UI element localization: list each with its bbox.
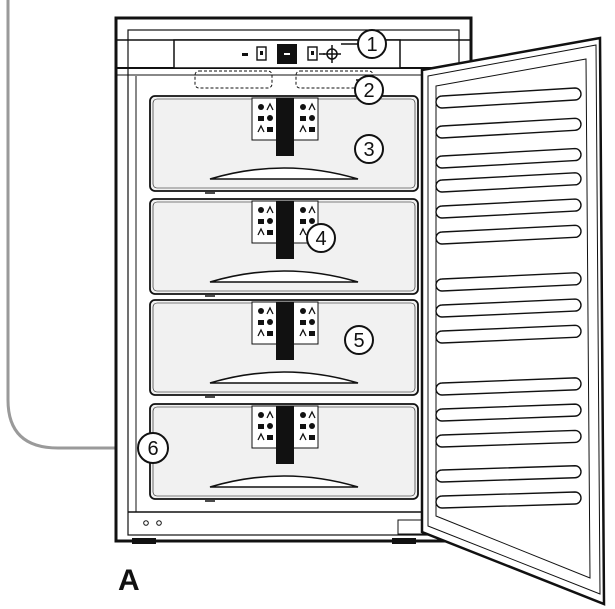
door-shelf — [435, 324, 582, 344]
food-symbol-icon — [267, 331, 273, 336]
food-symbol-icon — [258, 104, 264, 110]
food-symbol-icon — [258, 424, 264, 429]
food-symbol-icon — [309, 218, 315, 224]
callout-4: 4 — [306, 223, 336, 253]
food-symbol-icon — [266, 410, 274, 419]
door-shelf — [435, 147, 582, 169]
food-symbol-icon — [266, 306, 274, 315]
food-symbol-icon — [258, 207, 264, 213]
food-symbol-icon — [258, 116, 264, 121]
food-symbol-icon — [266, 102, 274, 111]
drawer-handle — [209, 475, 359, 488]
settings-crosshair-icon — [323, 45, 341, 63]
food-symbol-icon — [267, 115, 273, 121]
plinth-dot — [143, 520, 149, 526]
food-symbol-icon — [267, 423, 273, 429]
drawer-2 — [149, 198, 419, 297]
door-shelf — [435, 172, 582, 193]
food-symbol-icon — [308, 410, 316, 419]
door-shelf — [435, 224, 582, 245]
foot — [392, 538, 416, 544]
minus-icon — [242, 53, 248, 56]
food-symbol-icon — [299, 328, 307, 337]
food-symbol-icon — [300, 207, 306, 213]
food-symbol-icon — [309, 331, 315, 336]
callout-number: 2 — [363, 80, 374, 102]
food-symbol-icon — [267, 230, 273, 235]
callout-number: 3 — [363, 139, 374, 161]
door-shelf — [435, 377, 582, 396]
food-symbol-icon — [309, 435, 315, 440]
storage-time-strip — [276, 201, 294, 259]
food-symbol-icon — [267, 127, 273, 132]
food-symbol-icon — [258, 219, 264, 224]
door-shelf — [435, 198, 582, 219]
food-symbol-icon — [300, 424, 306, 429]
door-shelf — [435, 403, 582, 422]
door-shelves — [435, 87, 582, 509]
food-symbol-icon — [308, 102, 316, 111]
food-symbol-icon — [308, 205, 316, 214]
callout-number: 1 — [366, 34, 377, 56]
door-shelf — [435, 491, 582, 509]
drawer-3 — [149, 299, 419, 398]
drawer-4 — [149, 403, 419, 502]
food-symbol-icon — [299, 432, 307, 441]
food-symbol-icon — [266, 205, 274, 214]
food-symbol-icon — [299, 124, 307, 133]
food-symbol-icon — [258, 412, 264, 418]
figure-label: A — [118, 564, 140, 597]
food-symbol-icon — [257, 124, 265, 133]
food-symbol-icon — [300, 104, 306, 110]
food-symbol-icon — [257, 227, 265, 236]
food-symbol-icon — [309, 127, 315, 132]
food-symbol-icon — [309, 423, 315, 429]
food-symbol-icon — [258, 320, 264, 325]
food-symbol-icon — [267, 435, 273, 440]
callout-3: 3 — [354, 134, 384, 164]
food-symbol-icon — [308, 306, 316, 315]
food-symbol-icon — [300, 320, 306, 325]
drawer-handle — [209, 270, 359, 283]
storage-time-strip — [276, 98, 294, 156]
door-shelf — [435, 465, 582, 483]
door-shelf — [435, 272, 582, 292]
foot — [132, 538, 156, 544]
drawer-stack — [149, 95, 419, 502]
door-shelf — [435, 87, 582, 109]
food-symbol-icon — [257, 328, 265, 337]
drawer-handle — [209, 371, 359, 384]
door-shelf — [435, 117, 582, 139]
storage-time-strip — [276, 406, 294, 464]
storage-time-strip — [276, 302, 294, 360]
food-symbol-icon — [300, 412, 306, 418]
plinth-dot — [156, 520, 162, 526]
drawer-1 — [149, 95, 419, 194]
callout-number: 5 — [353, 330, 364, 352]
food-symbol-icon — [300, 308, 306, 314]
food-symbol-icon — [299, 227, 307, 236]
callout-6: 6 — [137, 432, 169, 464]
food-symbol-icon — [258, 308, 264, 314]
food-symbol-icon — [257, 432, 265, 441]
callout-number: 6 — [147, 438, 158, 460]
food-symbol-icon — [300, 219, 306, 224]
door-shelf — [435, 298, 582, 318]
food-symbol-icon — [309, 319, 315, 325]
drawer-handle — [209, 167, 359, 180]
food-symbol-icon — [267, 218, 273, 224]
food-symbol-icon — [309, 115, 315, 121]
callout-2: 2 — [354, 75, 384, 105]
callout-5: 5 — [344, 325, 374, 355]
leader-line-6 — [6, 0, 132, 450]
callout-number: 4 — [315, 228, 326, 250]
door-shelf — [435, 429, 582, 448]
food-symbol-icon — [267, 319, 273, 325]
open-door — [420, 36, 606, 606]
food-symbol-icon — [300, 116, 306, 121]
callout-1: 1 — [341, 29, 387, 59]
